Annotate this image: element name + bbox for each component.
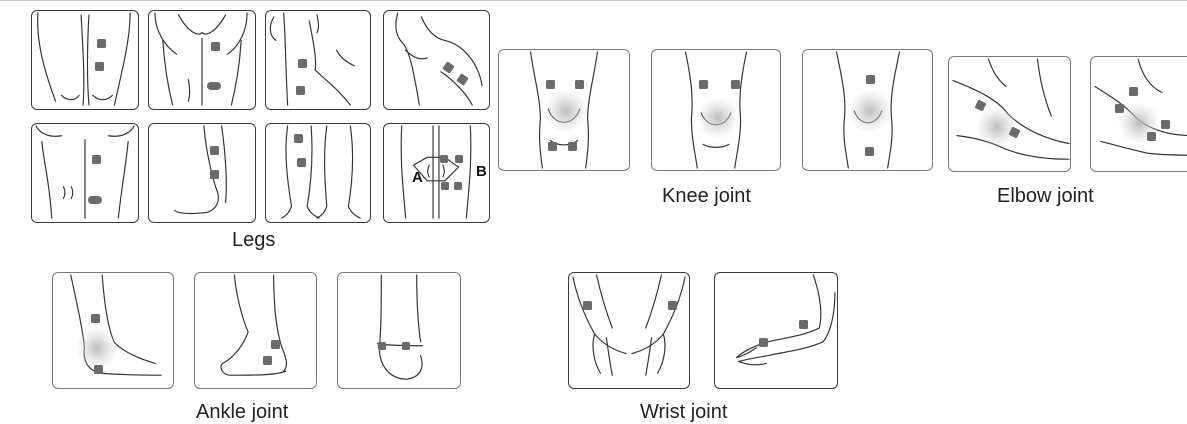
electrode-pad <box>297 158 306 167</box>
electrode-pad <box>296 86 305 95</box>
electrode-pad <box>548 142 557 151</box>
electrode-pad <box>731 80 740 89</box>
electrode-pad <box>865 147 874 156</box>
legs-panel-knees-ab <box>383 123 490 223</box>
knee-caption: Knee joint <box>662 185 751 208</box>
legs-front-lower-drawing <box>32 124 138 222</box>
electrode-pad <box>575 80 584 89</box>
legs-front-thighs-drawing <box>32 11 138 109</box>
legs-side-thigh-drawing <box>266 11 370 109</box>
ankle-panel-3 <box>337 272 461 389</box>
legs-calves-back-drawing <box>266 124 370 222</box>
ankle-panel-2 <box>194 272 317 389</box>
electrode-pad <box>866 75 875 84</box>
electrode-pad <box>441 182 449 190</box>
electrode-pad <box>1129 87 1138 96</box>
pain-area <box>698 98 738 138</box>
wrist-panel-1 <box>568 272 690 389</box>
legs-calf-side-drawing <box>149 124 255 222</box>
electrode-pad <box>668 301 677 310</box>
wrist-drawing-1 <box>569 273 689 388</box>
electrode-pad <box>546 80 555 89</box>
electrode-pad <box>759 338 768 347</box>
ankle-caption: Ankle joint <box>196 401 288 424</box>
pain-area <box>545 90 587 132</box>
elbow-panel-2 <box>1090 56 1187 172</box>
knee-panel-2 <box>651 49 781 171</box>
legs-back-thighs-drawing <box>149 11 255 109</box>
top-divider <box>0 0 1187 1</box>
ankle-panel-1 <box>52 272 174 389</box>
electrode-pad <box>568 142 577 151</box>
wrist-caption: Wrist joint <box>640 401 727 424</box>
electrode-pad <box>210 146 219 155</box>
legs-caption: Legs <box>232 229 275 252</box>
electrode-pad <box>294 134 303 143</box>
point-label-a: A <box>412 169 423 186</box>
knee-panel-3 <box>802 49 933 171</box>
legs-side-hamstring-drawing <box>384 11 489 109</box>
electrode-pad <box>1115 104 1124 113</box>
elbow-panel-1 <box>948 56 1071 172</box>
ankle-drawing-3 <box>338 273 460 388</box>
electrode-pad <box>95 62 104 71</box>
legs-panel-calf-side <box>148 123 256 223</box>
electrode-pad <box>207 82 221 90</box>
electrode-pad <box>1161 120 1170 129</box>
pain-area <box>77 328 117 368</box>
wrist-drawing-2 <box>715 273 837 388</box>
point-label-b: B <box>476 163 487 180</box>
electrode-pad <box>210 170 219 179</box>
electrode-pad <box>298 59 307 68</box>
electrode-pad <box>402 342 410 350</box>
electrode-pad <box>455 155 463 163</box>
legs-panel-front-thighs <box>31 10 139 110</box>
pain-area <box>849 90 891 132</box>
elbow-caption: Elbow joint <box>997 185 1094 208</box>
legs-panel-back-thighs <box>148 10 256 110</box>
electrode-pad <box>91 314 100 323</box>
legs-panel-calves-back <box>265 123 371 223</box>
electrode-pad <box>454 182 462 190</box>
knee-panel-1 <box>498 49 630 171</box>
electrode-pad <box>1147 132 1156 141</box>
electrode-pad <box>583 301 592 310</box>
electrode-pad <box>88 196 102 204</box>
electrode-pad <box>378 342 386 350</box>
electrode-pad <box>94 365 103 374</box>
ankle-drawing-1 <box>53 273 173 388</box>
electrode-pad <box>799 320 808 329</box>
legs-knees-ab-drawing <box>384 124 489 222</box>
electrode-pad <box>263 356 272 365</box>
legs-panel-side-thigh <box>265 10 371 110</box>
electrode-pad <box>699 80 708 89</box>
electrode-pad <box>92 155 101 164</box>
electrode-pad <box>211 42 220 51</box>
electrode-pad <box>440 155 448 163</box>
ankle-drawing-2 <box>195 273 316 388</box>
legs-panel-side-hamstring <box>383 10 490 110</box>
electrode-pad <box>97 39 106 48</box>
legs-panel-front-lower <box>31 123 139 223</box>
wrist-panel-2 <box>714 272 838 389</box>
electrode-pad <box>271 340 280 349</box>
